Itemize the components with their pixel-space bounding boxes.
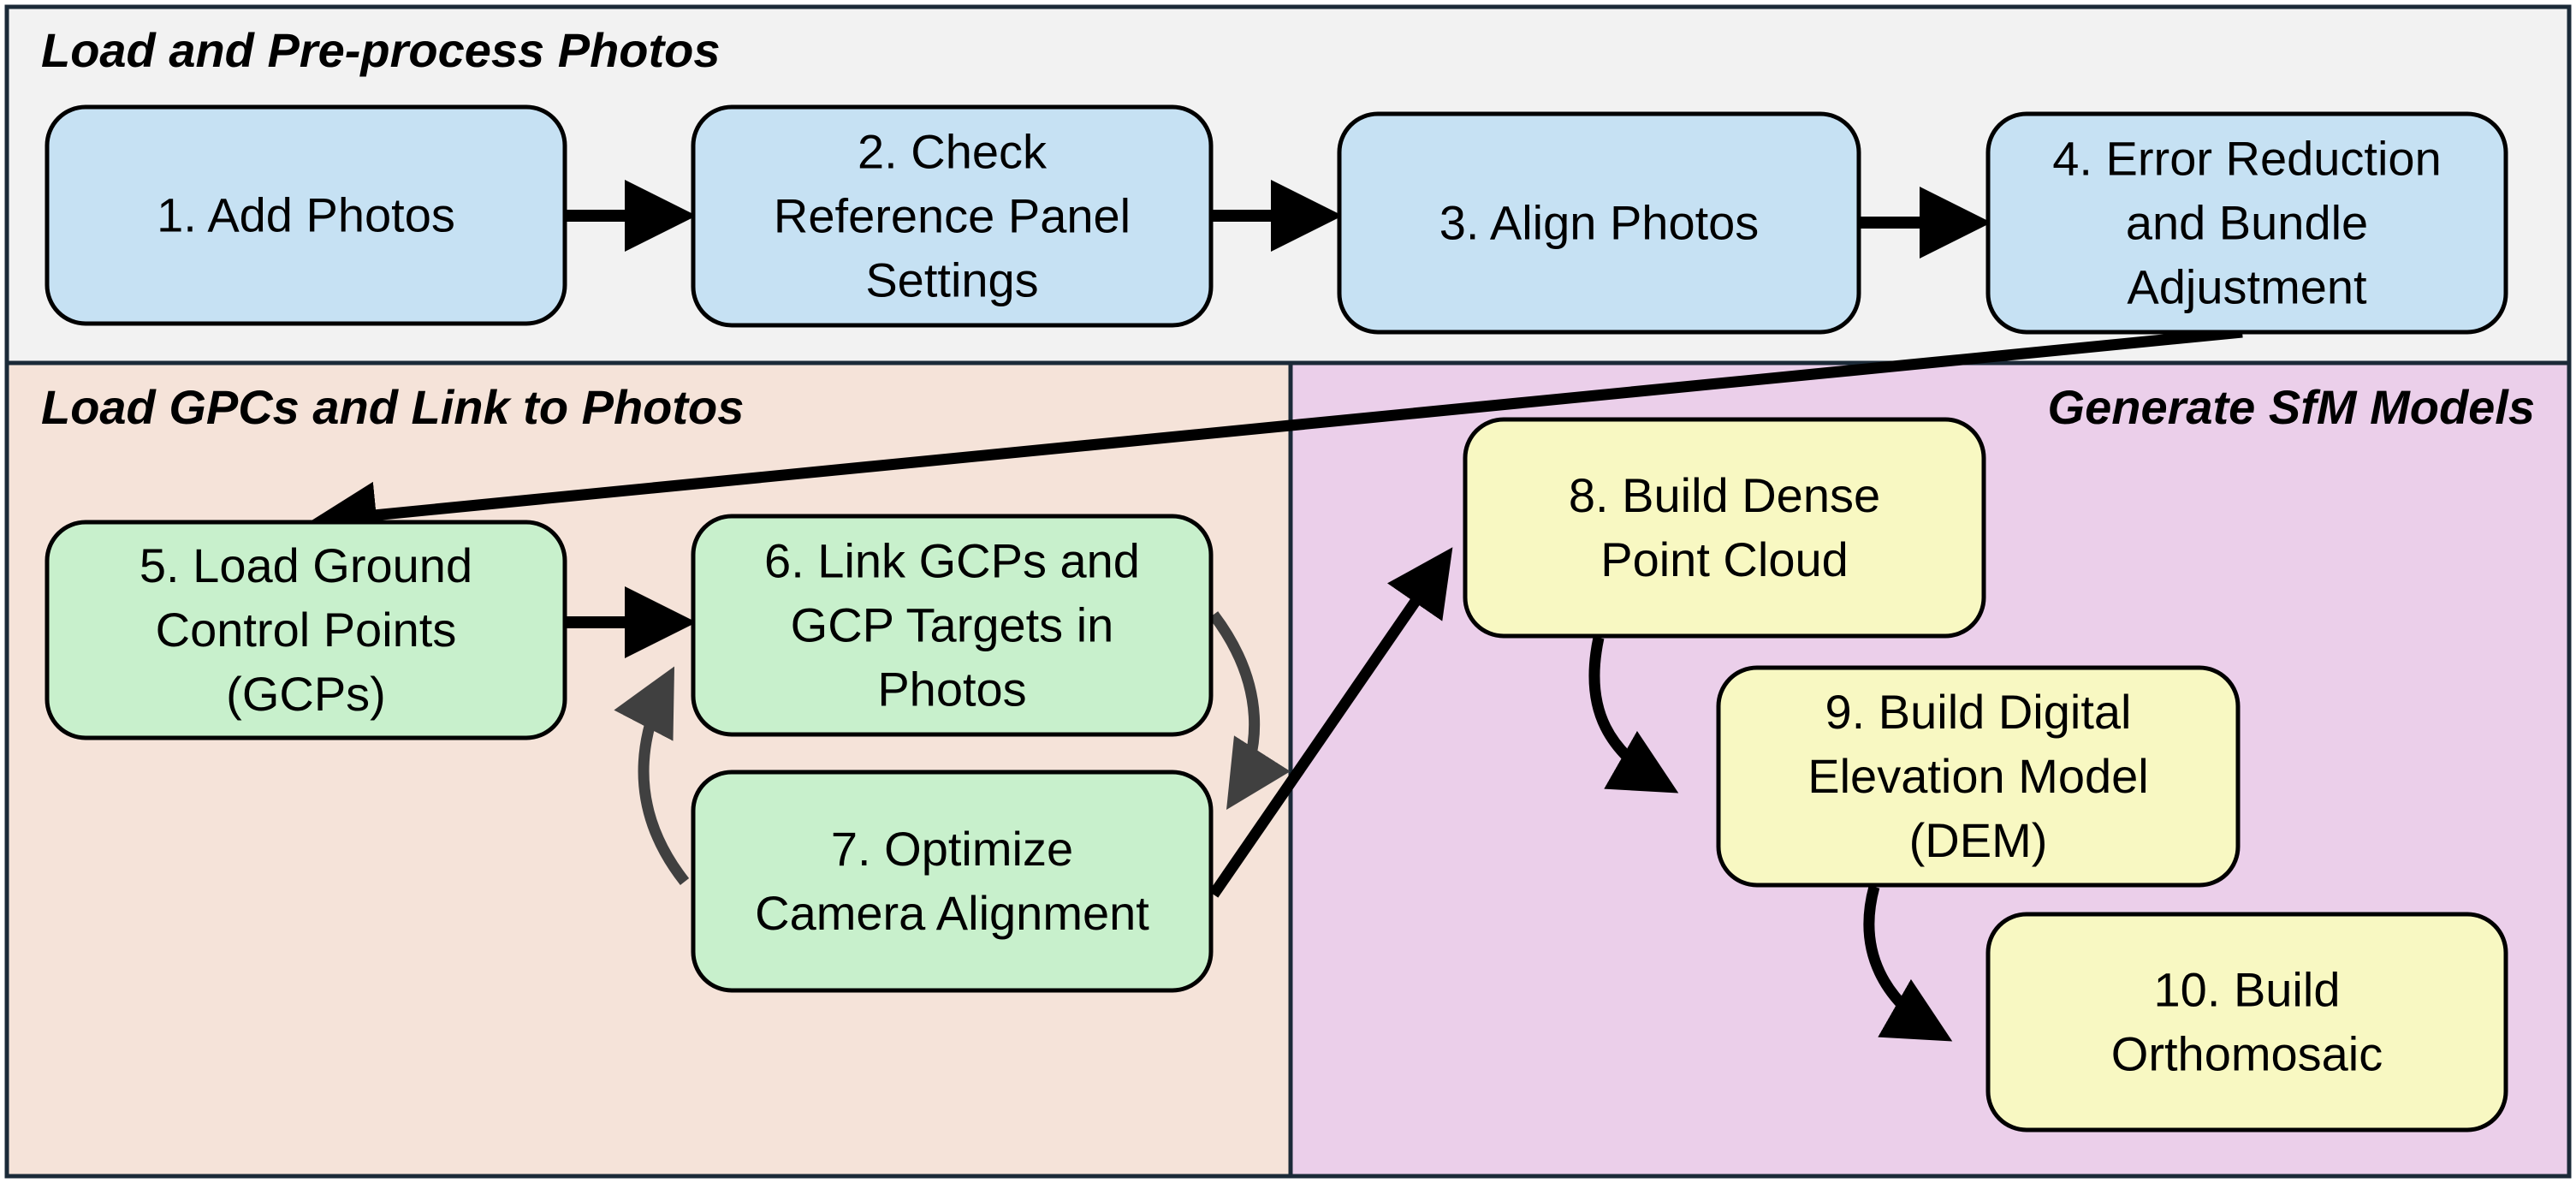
step-box xyxy=(691,104,1214,328)
step-box xyxy=(691,770,1214,993)
edge-s8-s9 xyxy=(1588,636,1679,794)
section-title-gcps: Load GPCs and Link to Photos xyxy=(41,380,744,434)
step-label-line: 5. Load Ground xyxy=(139,538,472,592)
step-label-line: Camera Alignment xyxy=(755,886,1149,940)
step-label-line: Photos xyxy=(877,663,1026,716)
step-box xyxy=(1337,111,1861,335)
step-box xyxy=(1716,665,2241,888)
step-label-line: Settings xyxy=(865,253,1038,307)
step-label-line: Control Points xyxy=(156,603,457,657)
step-label-line: (DEM) xyxy=(1909,813,2048,867)
step-label-line: Elevation Model xyxy=(1807,749,2148,803)
step-label-line: 4. Error Reduction xyxy=(2052,132,2441,186)
step-box xyxy=(45,104,567,326)
step-box xyxy=(1985,111,2508,335)
step-s1: 1. Add Photos xyxy=(45,104,567,326)
step-label-line: and Bundle xyxy=(2126,196,2368,250)
step-s3: 3. Align Photos xyxy=(1337,111,1861,335)
step-label-line: 2. Check xyxy=(858,125,1048,179)
step-label-line: Orthomosaic xyxy=(2111,1027,2383,1081)
step-label-line: 1. Add Photos xyxy=(157,188,455,242)
step-label-line: Reference Panel xyxy=(774,189,1131,243)
step-label-line: GCP Targets in xyxy=(791,598,1114,652)
edge-s7-s8 xyxy=(1208,547,1453,898)
step-label-line: 8. Build Dense xyxy=(1569,468,1880,522)
step-label-line: 6. Link GCPs and xyxy=(764,534,1140,588)
edge-s7-s6 xyxy=(614,666,690,886)
edge-s9-s10 xyxy=(1863,885,1953,1042)
step-box xyxy=(691,514,1214,737)
step-box xyxy=(1463,417,1986,639)
step-label-line: 3. Align Photos xyxy=(1439,196,1760,250)
step-label-line: 9. Build Digital xyxy=(1825,685,2132,739)
section-title-preprocess: Load and Pre-process Photos xyxy=(41,23,721,77)
edge-s6-s7 xyxy=(1208,611,1291,810)
edge-s4-s5 xyxy=(310,326,2243,549)
section-title-sfm: Generate SfM Models xyxy=(2048,380,2535,434)
step-label-line: 7. Optimize xyxy=(831,822,1073,876)
step-label-line: 10. Build xyxy=(2154,963,2341,1017)
step-box xyxy=(1985,912,2508,1132)
step-box xyxy=(45,520,567,740)
edges xyxy=(310,180,2243,1042)
step-label-line: (GCPs) xyxy=(226,667,386,721)
step-label-line: Point Cloud xyxy=(1600,532,1849,586)
step-label-line: Adjustment xyxy=(2127,260,2367,314)
